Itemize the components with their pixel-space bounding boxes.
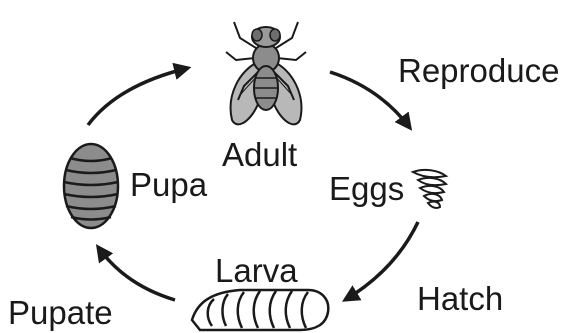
- stage-label-pupa: Pupa: [130, 168, 207, 201]
- fly-icon: [226, 22, 306, 124]
- stage-label-adult: Adult: [222, 138, 297, 171]
- arrow-emerge: [88, 68, 188, 125]
- transition-label-pupate: Pupate: [8, 296, 113, 329]
- transition-label-hatch: Hatch: [417, 282, 503, 315]
- eggs-icon: [413, 170, 446, 208]
- larva-icon: [192, 290, 328, 330]
- transition-label-reproduce: Reproduce: [398, 54, 559, 87]
- stage-label-larva: Larva: [215, 254, 298, 287]
- arrow-pupate: [98, 247, 175, 300]
- stage-label-eggs: Eggs: [329, 172, 404, 205]
- arrow-hatch: [345, 222, 418, 300]
- pupa-icon: [64, 144, 118, 228]
